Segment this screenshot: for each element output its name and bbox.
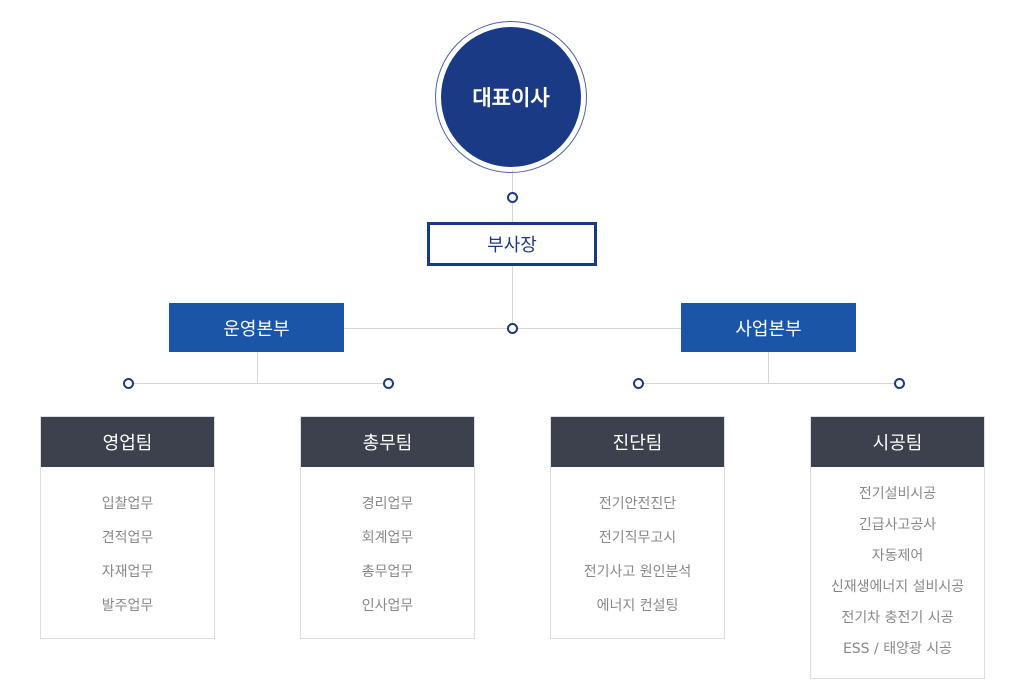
team-title: 시공팀: [811, 417, 984, 467]
list-item: 인사업무: [361, 598, 414, 614]
division-business: 사업본부: [681, 303, 856, 352]
list-item: 총무업무: [361, 564, 414, 580]
connector: [128, 383, 388, 384]
vp-node: 부사장: [427, 222, 597, 266]
list-item: ESS / 태양광 시공: [842, 641, 953, 657]
division-operations: 운영본부: [169, 303, 344, 352]
team-title: 총무팀: [301, 417, 474, 467]
list-item: 전기차 충전기 시공: [841, 610, 954, 626]
list-item: 전기직무고시: [598, 530, 677, 546]
list-item: 전기안전진단: [598, 496, 677, 512]
list-item: 전기설비시공: [858, 486, 937, 502]
ceo-node: 대표이사: [441, 27, 581, 167]
connector-dot: [633, 378, 644, 389]
connector-dot: [507, 192, 518, 203]
list-item: 신재생에너지 설비시공: [830, 579, 965, 595]
list-item: 자재업무: [101, 564, 154, 580]
team-title: 진단팀: [551, 417, 724, 467]
list-item: 전기사고 원인분석: [583, 564, 692, 580]
connector: [768, 352, 769, 383]
connector-dot: [383, 378, 394, 389]
list-item: 발주업무: [101, 598, 154, 614]
list-item: 에너지 컨설팅: [596, 598, 679, 614]
list-item: 입찰업무: [101, 496, 154, 512]
list-item: 자동제어: [871, 548, 924, 564]
connector: [638, 383, 899, 384]
connector: [257, 352, 258, 383]
team-title: 영업팀: [41, 417, 214, 467]
ceo-ring: [435, 21, 587, 173]
list-item: 견적업무: [101, 530, 154, 546]
connector-dot: [123, 378, 134, 389]
connector-dot: [894, 378, 905, 389]
list-item: 경리업무: [361, 496, 414, 512]
list-item: 회계업무: [361, 530, 414, 546]
connector-dot: [507, 323, 518, 334]
list-item: 긴급사고공사: [858, 517, 937, 533]
